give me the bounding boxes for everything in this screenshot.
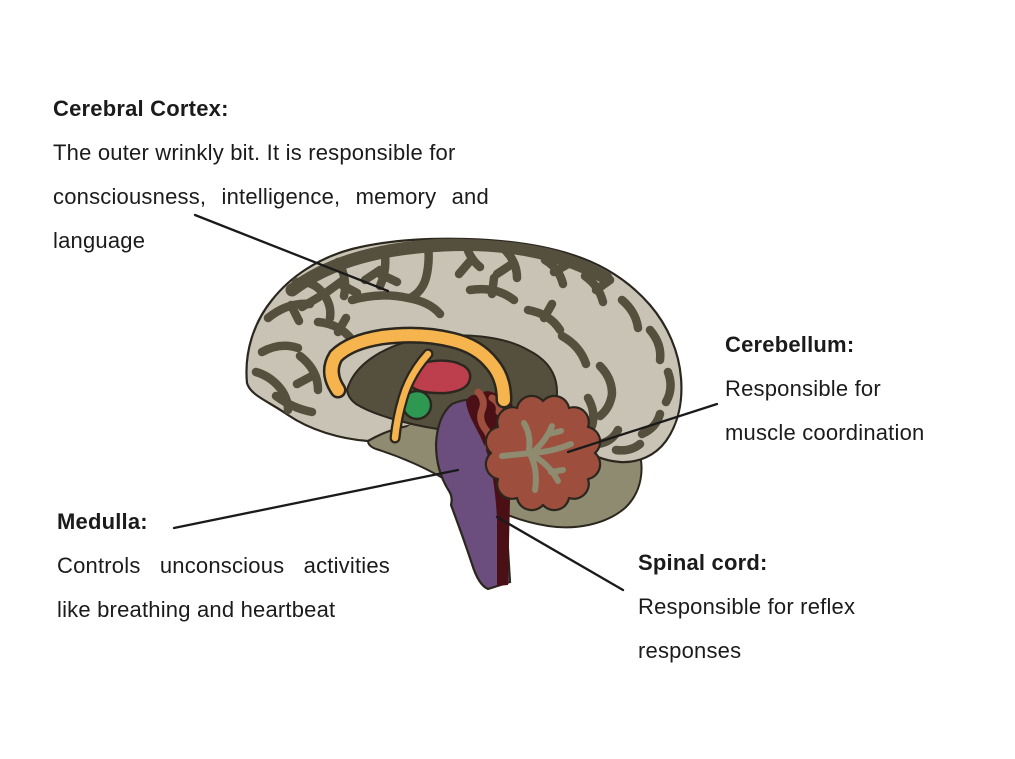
label-line: like breathing and heartbeat <box>57 597 336 622</box>
label-line: consciousness, intelligence, memory and <box>53 184 489 209</box>
sulci-pattern <box>251 238 675 455</box>
label-cerebellum: Cerebellum: Responsible for muscle coord… <box>725 323 924 455</box>
leader-line-cerebellum <box>566 402 719 454</box>
label-line: Responsible for <box>725 376 881 401</box>
leader-lines <box>172 213 719 592</box>
label-line: muscle coordination <box>725 420 925 445</box>
leader-line-medulla <box>172 468 460 530</box>
label-line: Controls unconscious activities <box>57 553 391 578</box>
label-spinal-cord: Spinal cord: Responsible for reflex resp… <box>638 541 855 673</box>
label-medulla: Medulla: Controls unconscious activities… <box>57 500 390 632</box>
label-title: Cerebellum: <box>725 332 855 357</box>
label-line: language <box>53 228 146 253</box>
label-line: Responsible for reflex <box>638 594 856 619</box>
corpus-callosum-shape <box>323 326 513 444</box>
label-title: Cerebral Cortex: <box>53 96 229 121</box>
leader-line-cerebral-cortex <box>193 213 390 293</box>
arbor-vitae-pattern <box>499 420 574 493</box>
leader-line-spinal-cord <box>495 515 625 592</box>
label-title: Spinal cord: <box>638 550 768 575</box>
label-cerebral-cortex: Cerebral Cortex: The outer wrinkly bit. … <box>53 87 489 263</box>
label-title: Medulla: <box>57 509 148 534</box>
label-line: The outer wrinkly bit. It is responsible… <box>53 140 456 165</box>
label-line: responses <box>638 638 742 663</box>
